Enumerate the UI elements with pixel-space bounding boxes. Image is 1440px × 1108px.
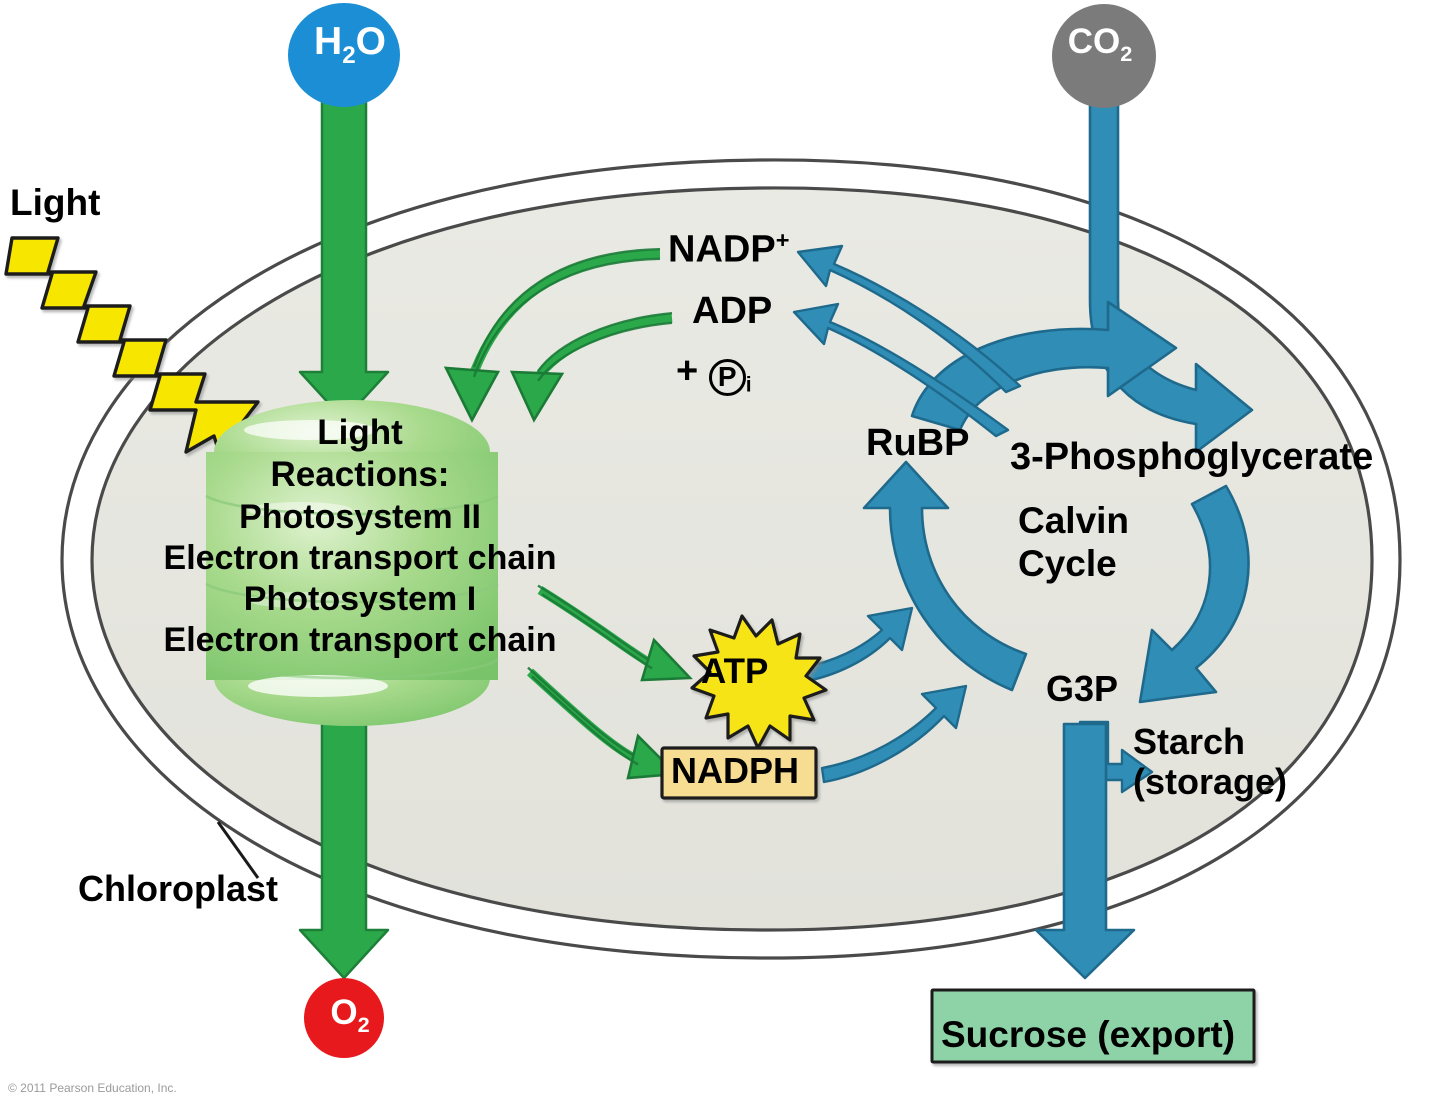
water-label-rest: O xyxy=(355,20,386,63)
granum-to-oxygen-arrow xyxy=(298,698,390,980)
co2-label-base: CO xyxy=(1067,22,1121,61)
atp-starburst-icon xyxy=(690,614,828,750)
oxygen-label-sub: 2 xyxy=(357,1012,370,1037)
starch-label: Starch (storage) xyxy=(1133,721,1288,803)
light-reactions-line6: Electron transport chain xyxy=(163,621,557,660)
co2-label: CO2 xyxy=(1040,22,1160,66)
rubp-label: RuBP xyxy=(866,422,970,464)
nadp-plus-base: NADP xyxy=(668,228,776,271)
chloroplast-membrane xyxy=(60,158,1402,960)
nadph-box xyxy=(660,746,818,800)
nadp-plus-label: NADP+ xyxy=(668,228,789,271)
g3p-to-sucrose-arrow xyxy=(1034,722,1136,980)
phosphate-subscript: i xyxy=(745,373,752,397)
nadph-label: NADPH xyxy=(671,750,800,791)
granum-to-atp-green-arrow xyxy=(537,584,693,682)
calvin-cycle-line2: Cycle xyxy=(1018,542,1117,584)
chloroplast-leader-line xyxy=(216,821,260,879)
adp-label: ADP xyxy=(692,290,773,332)
light-input-label: Light xyxy=(10,182,101,223)
light-reactions-text-block: Light Reactions: Photosystem II Electron… xyxy=(110,412,610,661)
water-label-base: H xyxy=(314,20,343,63)
water-label: H2O xyxy=(290,20,410,69)
light-reactions-line4: Electron transport chain xyxy=(163,538,557,577)
light-reactions-line5: Photosystem I xyxy=(243,579,477,618)
nadp-plus-charge: + xyxy=(775,227,790,253)
sucrose-box xyxy=(930,988,1256,1064)
cycle-to-adp-blue-arrow xyxy=(792,302,1010,438)
water-molecule-circle xyxy=(288,3,400,107)
oxygen-label: O2 xyxy=(300,993,400,1037)
nadp-return-green-arrow xyxy=(443,248,661,423)
atp-label: ATP xyxy=(701,652,769,691)
granum-thylakoid-stack xyxy=(205,400,499,726)
oxygen-molecule-circle xyxy=(304,978,384,1058)
calvin-g3p-to-rubp-arrow xyxy=(862,460,1028,692)
light-reactions-line3: Photosystem II xyxy=(239,497,481,536)
g3p-label: G3P xyxy=(1046,668,1119,709)
starch-line2: (storage) xyxy=(1133,761,1288,803)
water-label-sub: 2 xyxy=(342,41,356,69)
calvin-cycle-label: Calvin Cycle xyxy=(1018,500,1129,585)
atp-to-cycle-blue-arrow xyxy=(798,606,914,684)
co2-molecule-circle xyxy=(1052,4,1156,108)
pga-label: 3-Phosphoglycerate xyxy=(1010,436,1374,478)
light-reactions-line1: Light xyxy=(317,413,403,452)
light-reactions-line2: Reactions: xyxy=(270,455,450,495)
starch-line1: Starch xyxy=(1133,721,1246,762)
co2-label-sub: 2 xyxy=(1120,41,1133,66)
oxygen-label-base: O xyxy=(330,993,358,1032)
calvin-pga-to-g3p-arrow xyxy=(1138,484,1250,704)
nadph-to-cycle-blue-arrow xyxy=(820,684,968,784)
calvin-rubp-to-pga-arrow xyxy=(910,300,1178,432)
calvin-cycle-line1: Calvin xyxy=(1018,500,1130,541)
phosphate-circle-icon: P xyxy=(708,359,746,396)
adp-return-green-arrow xyxy=(509,312,673,423)
phosphate-prefix: + xyxy=(676,350,699,392)
sucrose-label: Sucrose (export) xyxy=(941,1014,1236,1055)
chloroplast-label: Chloroplast xyxy=(78,868,279,909)
copyright-notice: © 2011 Pearson Education, Inc. xyxy=(8,1081,177,1095)
water-to-granum-arrow xyxy=(298,60,390,422)
cycle-to-nadp-blue-arrow xyxy=(796,244,1022,394)
